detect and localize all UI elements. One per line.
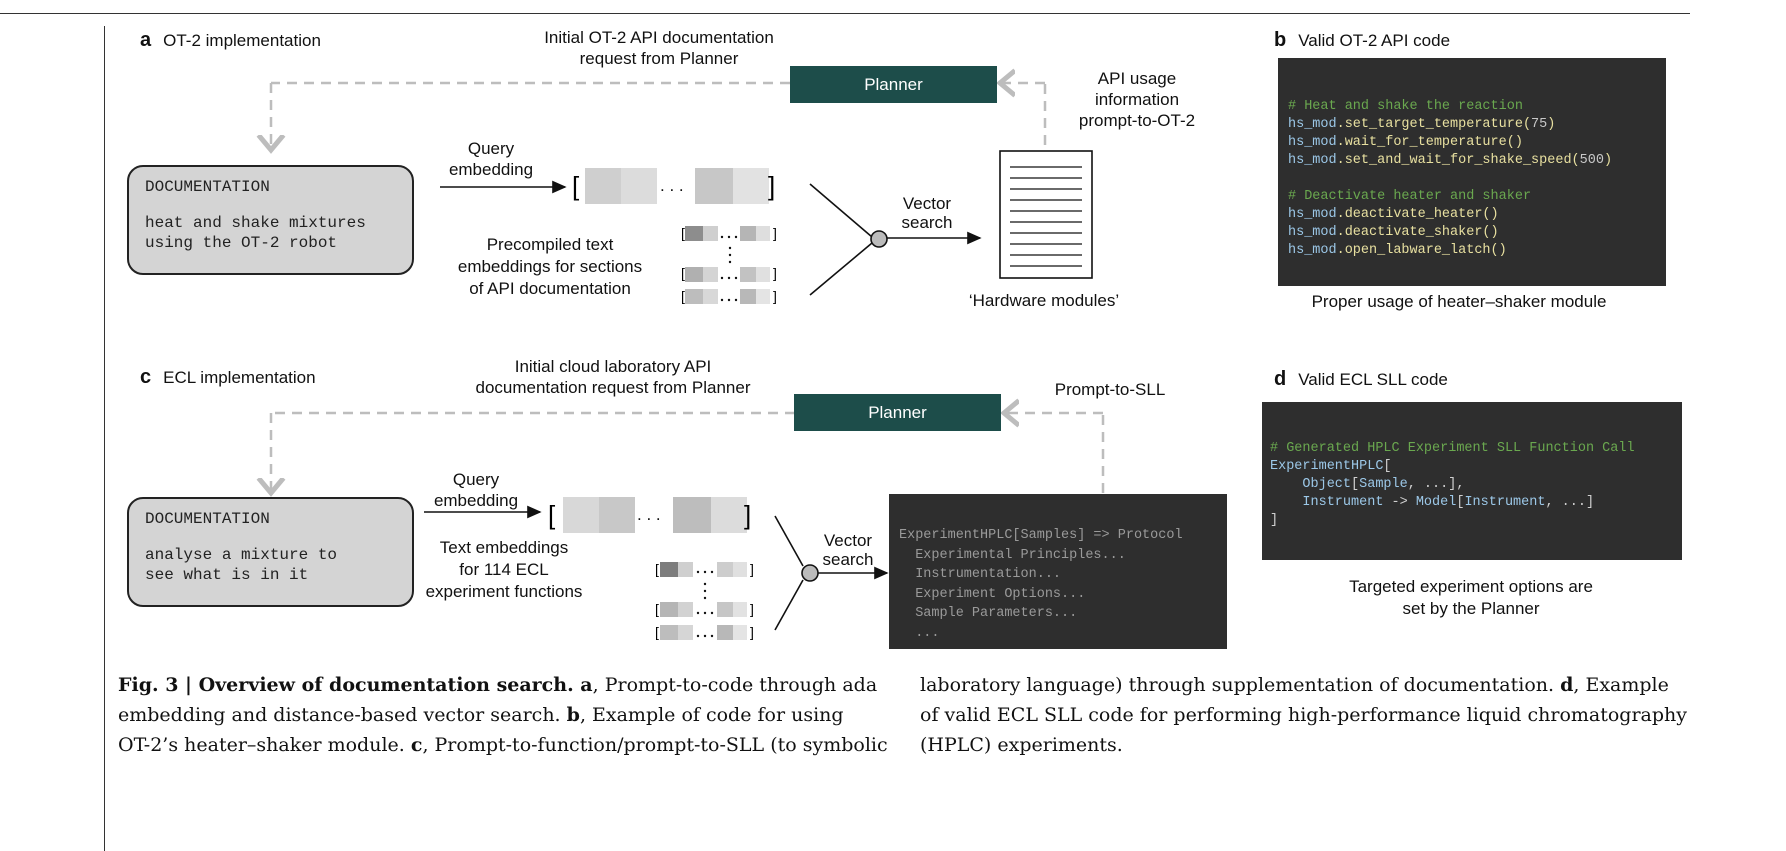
svg-text:]: ]: [773, 288, 777, 304]
svg-text:]: ]: [768, 171, 775, 201]
panel-c-arrows: [424, 505, 889, 631]
code-line: Instrument -> Model[Instrument, ...]: [1302, 495, 1595, 510]
panel-a-bar-dots: . . .: [660, 176, 684, 195]
panel-d-letter: d: [1274, 368, 1287, 390]
caption-line: OT-2’s heater–shaker module. c, Prompt-t…: [118, 734, 888, 756]
caption-line: Fig. 3 | Overview of documentation searc…: [118, 674, 878, 696]
panel-b-code-block: # Heat and shake the reaction hs_mod.set_…: [1278, 58, 1666, 286]
panel-a-dashed-path: [271, 83, 1047, 150]
svg-text:]: ]: [773, 225, 777, 241]
panel-a-planner-box: Planner: [790, 66, 997, 103]
panel-a-letter: a: [140, 29, 152, 51]
panel-b-subcaption: Proper usage of heater–shaker module: [1311, 292, 1607, 311]
svg-text:]: ]: [750, 624, 754, 640]
panel-a-hardware-label: ‘Hardware modules’: [968, 291, 1120, 310]
panel-c-planner-box: Planner: [794, 394, 1001, 431]
panel-a-heading: a OT-2 implementation: [140, 29, 321, 52]
panel-a-precompiled-label: Precompiled text embeddings for sections…: [457, 235, 643, 298]
code-line: hs_mod.deactivate_heater(): [1288, 207, 1499, 222]
doc-line: using the OT-2 robot: [145, 234, 338, 252]
panel-b-heading: b Valid OT-2 API code: [1274, 29, 1450, 52]
caption-line: embedding and distance-based vector sear…: [118, 704, 844, 726]
svg-text:[: [: [681, 225, 685, 241]
function-line: Experimental Principles...: [899, 547, 1126, 563]
code-line: [1288, 170, 1656, 188]
margin-rule: [104, 26, 105, 851]
function-line: Sample Parameters...: [899, 606, 1078, 621]
code-line: hs_mod.wait_for_temperature(): [1288, 135, 1523, 150]
doc-header: DOCUMENTATION: [145, 178, 270, 196]
panel-c-prompt-label: Prompt-to-SLL: [1054, 380, 1166, 399]
panel-b-title: Valid OT-2 API code: [1298, 31, 1451, 50]
panel-c-planner-request: Initial cloud laboratory API documentati…: [475, 357, 751, 397]
svg-text:]: ]: [750, 561, 754, 577]
svg-text:]: ]: [773, 265, 777, 281]
svg-text:]: ]: [744, 500, 751, 530]
code-line: # Deactivate heater and shaker: [1288, 189, 1532, 204]
caption-line: laboratory language) through supplementa…: [920, 674, 1669, 696]
panel-c-letter: c: [140, 366, 152, 388]
panel-d-code-block: # Generated HPLC Experiment SLL Function…: [1262, 402, 1682, 560]
panel-a-query-embedding-bar: [ ]: [572, 168, 775, 204]
code-line: hs_mod.set_target_temperature(75): [1288, 117, 1556, 132]
panel-a-precompiled-embeddings: [ ] [ ] [ ]: [681, 225, 777, 304]
panel-a-vector-search-label: Vector search: [901, 194, 953, 232]
code-line: ]: [1270, 513, 1279, 528]
panel-d-title: Valid ECL SLL code: [1298, 370, 1448, 389]
panel-a-vector-node: [870, 230, 888, 248]
panel-c-text-embeddings-label: Text embeddings for 114 ECL experiment f…: [425, 538, 583, 601]
panel-c-dashed-path: [271, 413, 1105, 493]
panel-a-documentation-box: DOCUMENTATION heat and shake mixtures us…: [127, 165, 414, 275]
svg-text:[: [: [655, 624, 659, 640]
function-line: ExperimentHPLC[Samples] => Protocol: [899, 528, 1183, 543]
code-line: # Generated HPLC Experiment SLL Function…: [1270, 441, 1635, 456]
svg-text:[: [: [655, 561, 659, 577]
panel-c-heading: c ECL implementation: [140, 366, 316, 389]
panel-c-query-embedding-bar: [ ]: [548, 497, 751, 533]
code-line: hs_mod.deactivate_shaker(): [1288, 225, 1499, 240]
doc-line: heat and shake mixtures: [145, 214, 366, 232]
doc-header: DOCUMENTATION: [145, 510, 270, 528]
panel-b-letter: b: [1274, 29, 1287, 51]
svg-text:[: [: [681, 265, 685, 281]
panel-a-planner-request: Initial OT-2 API documentation request f…: [544, 28, 774, 68]
panel-d-subcaption: Targeted experiment options are set by t…: [1349, 577, 1593, 618]
doc-line: analyse a mixture to: [145, 546, 338, 564]
function-line: Instrumentation...: [899, 567, 1062, 582]
function-line: Experiment Options...: [899, 586, 1086, 602]
doc-line: see what is in it: [145, 566, 309, 584]
panel-c-function-box: ExperimentHPLC[Samples] => Protocol Expe…: [889, 494, 1227, 649]
code-line: ExperimentHPLC[: [1270, 459, 1392, 474]
figure-caption-left: Fig. 3 | Overview of documentation searc…: [118, 670, 898, 760]
code-line: Object[Sample, ...],: [1302, 477, 1465, 492]
svg-text:[: [: [548, 500, 556, 530]
panel-c-title: ECL implementation: [163, 368, 316, 387]
code-line: hs_mod.set_and_wait_for_shake_speed(500): [1288, 153, 1613, 168]
panel-c-text-embeddings: [ ] [ ] [ ]: [655, 561, 754, 640]
code-line: hs_mod.open_labware_latch(): [1288, 243, 1507, 258]
caption-line: (HPLC) experiments.: [920, 734, 1123, 756]
hardware-document-icon: [999, 150, 1093, 279]
code-line: # Heat and shake the reaction: [1288, 99, 1523, 114]
figure-caption-right: laboratory language) through supplementa…: [920, 670, 1690, 760]
svg-text:[: [: [655, 601, 659, 617]
panel-a-title: OT-2 implementation: [163, 31, 321, 50]
caption-line: of valid ECL SLL code for performing hig…: [920, 704, 1688, 726]
panel-a-api-usage-label: API usage information prompt-to-OT-2: [1078, 69, 1196, 130]
panel-c-vector-node: [801, 564, 819, 582]
panel-c-query-embedding-label: Query embedding: [433, 470, 519, 510]
panel-a-query-embedding-label: Query embedding: [448, 139, 534, 179]
top-rule: [0, 13, 1690, 14]
svg-text:[: [: [681, 288, 685, 304]
panel-c-vector-search-label: Vector search: [822, 531, 874, 569]
svg-text:[: [: [572, 171, 580, 201]
panel-c-documentation-box: DOCUMENTATION analyse a mixture to see w…: [127, 497, 414, 607]
panel-d-heading: d Valid ECL SLL code: [1274, 368, 1448, 391]
panel-c-bar-dots: . . .: [637, 505, 661, 524]
function-line: ...: [899, 625, 940, 641]
svg-text:]: ]: [750, 601, 754, 617]
panel-a-arrows: [440, 180, 982, 296]
